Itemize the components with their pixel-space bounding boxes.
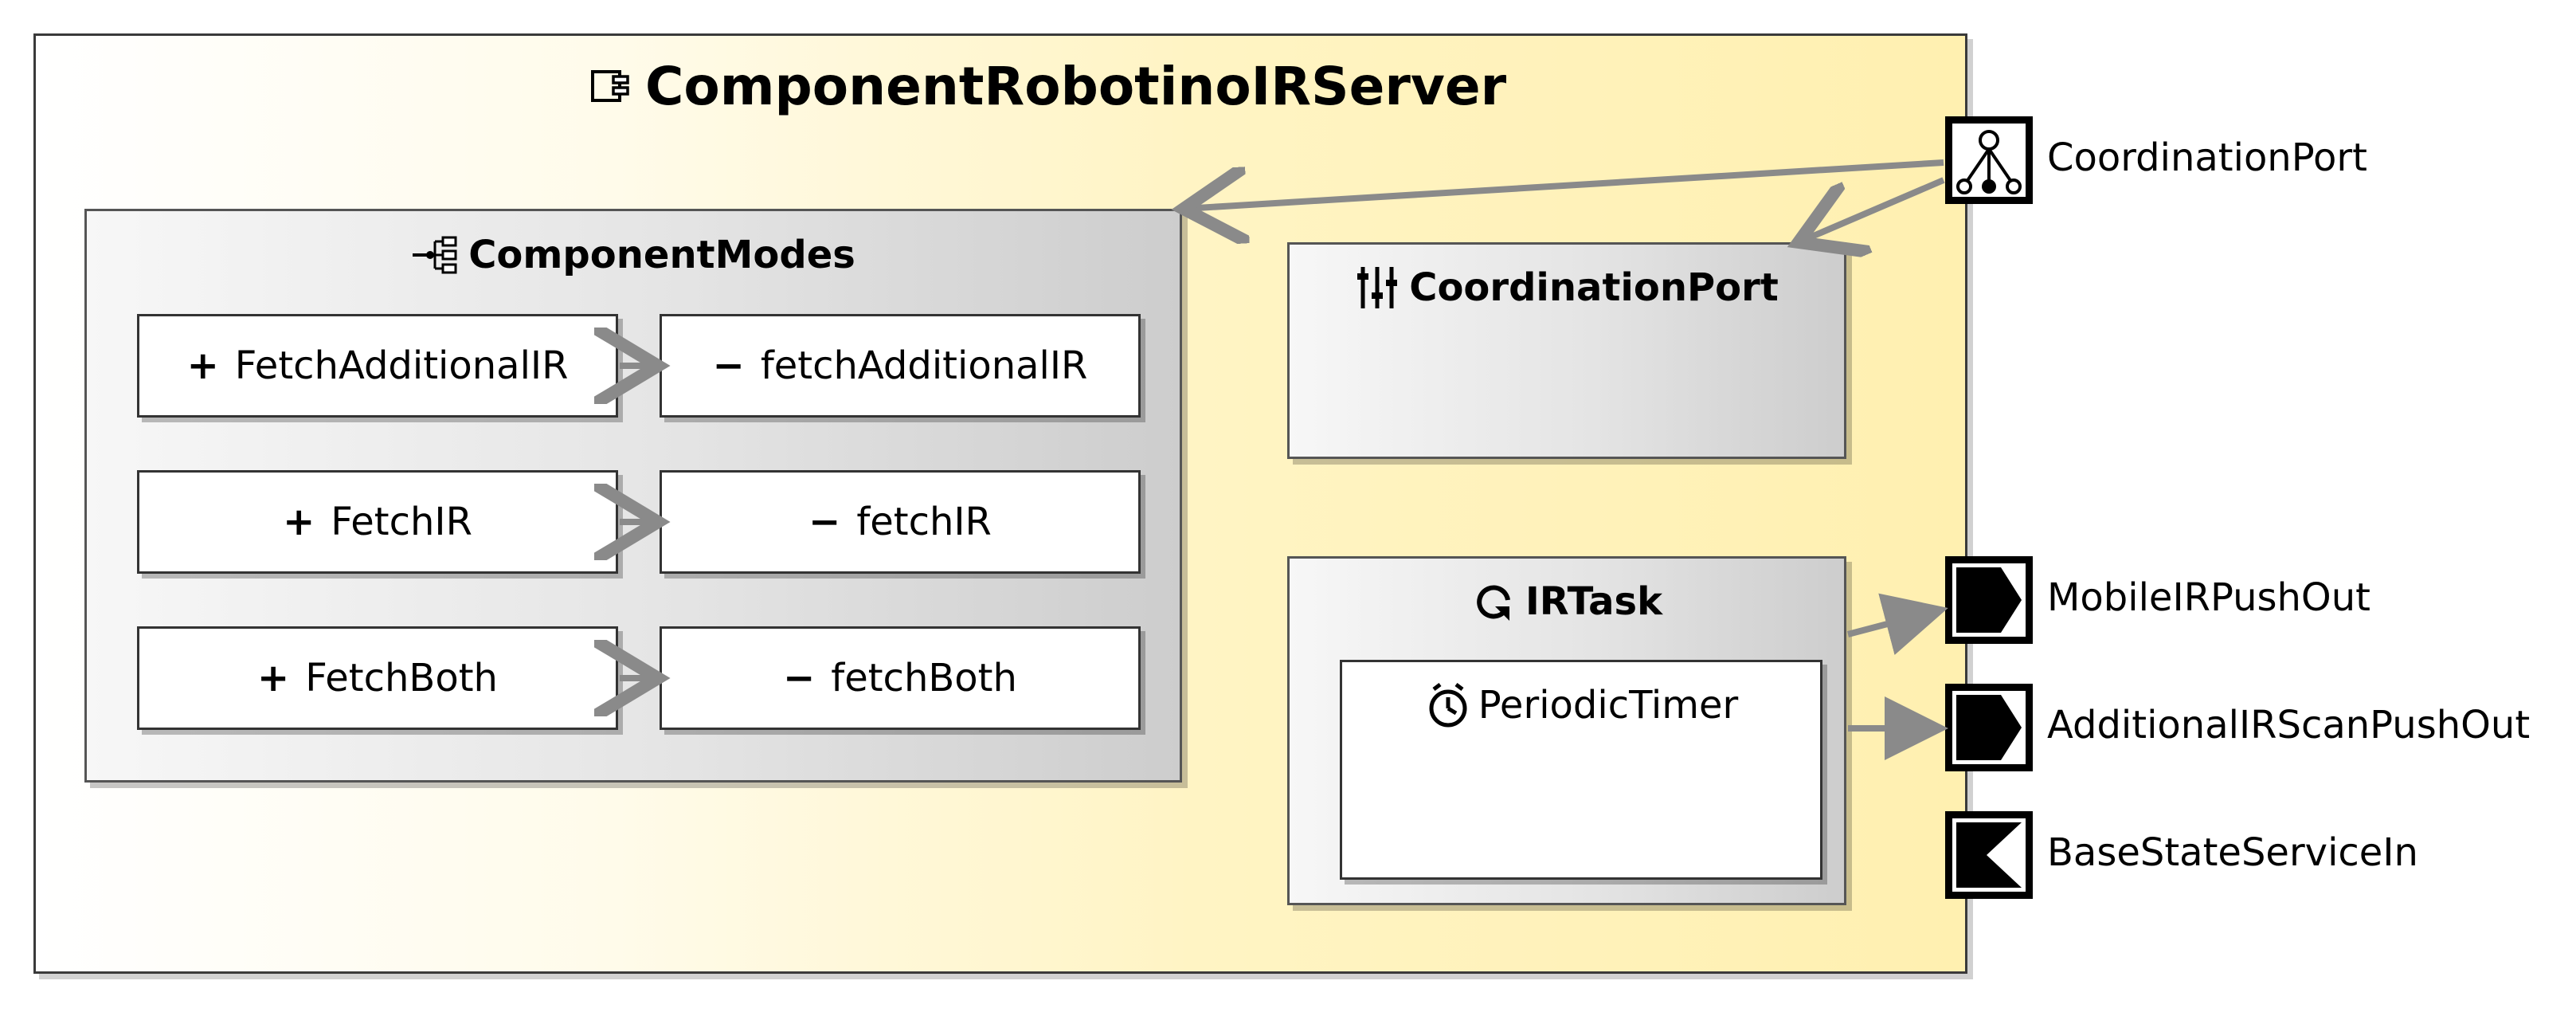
mode-public-fetch-both[interactable]: + FetchBoth [137, 626, 618, 730]
periodic-timer-header: PeriodicTimer [1340, 677, 1822, 733]
timer-icon [1424, 681, 1472, 729]
component-modes-title: ComponentModes [468, 233, 855, 277]
mode-label: fetchAdditionalIR [760, 343, 1088, 388]
coordination-port-title: CoordinationPort [1409, 265, 1779, 310]
connector-coordination-to-box [1799, 177, 1945, 242]
minus-icon: − [712, 343, 745, 388]
mode-label: FetchAdditionalIR [234, 343, 569, 388]
modes-tree-icon [411, 235, 460, 275]
coordination-port-label: CoordinationPort [2047, 135, 2367, 180]
additional-ir-scan-push-out-port-icon[interactable] [1945, 684, 2033, 771]
plus-icon: + [257, 656, 290, 700]
mode-label: FetchIR [331, 500, 472, 544]
mode-label: FetchBoth [305, 656, 498, 700]
mode-label: fetchIR [856, 500, 992, 544]
connector-coordination-to-modes [1184, 159, 1944, 209]
mobile-ir-push-out-port-icon[interactable] [1945, 556, 2033, 644]
additional-ir-scan-push-out-label: AdditionalIRScanPushOut [2047, 703, 2531, 747]
mode-private-fetch-both[interactable]: − fetchBoth [660, 626, 1141, 730]
periodic-timer-box[interactable] [1340, 660, 1822, 880]
ir-task-title: IRTask [1525, 579, 1663, 624]
base-state-service-in-port-icon[interactable] [1945, 811, 2033, 899]
coordination-port-box[interactable] [1287, 242, 1846, 459]
component-title: ComponentRobotinoIRServer [645, 55, 1507, 117]
mode-public-fetch-ir[interactable]: + FetchIR [137, 470, 618, 574]
mode-label: fetchBoth [831, 656, 1017, 700]
minus-icon: − [808, 500, 841, 544]
periodic-timer-label: PeriodicTimer [1478, 683, 1739, 728]
component-title-group: ComponentRobotinoIRServer [589, 54, 1506, 118]
component-icon [589, 64, 634, 108]
coordination-port-header: CoordinationPort [1287, 260, 1846, 316]
mode-private-fetch-ir[interactable]: − fetchIR [660, 470, 1141, 574]
mode-public-fetch-additional-ir[interactable]: + FetchAdditionalIR [137, 314, 618, 418]
plus-icon: + [186, 343, 219, 388]
connector-irtask-to-mobile-ir [1846, 593, 1948, 655]
plus-icon: + [283, 500, 315, 544]
ir-task-header: IRTask [1287, 574, 1846, 630]
mode-private-fetch-additional-ir[interactable]: − fetchAdditionalIR [660, 314, 1141, 418]
sliders-icon [1355, 264, 1400, 312]
coordination-port-icon[interactable] [1945, 116, 2033, 204]
minus-icon: − [783, 656, 816, 700]
task-loop-icon [1471, 579, 1516, 624]
component-modes-header: ComponentModes [84, 227, 1182, 283]
base-state-service-in-label: BaseStateServiceIn [2047, 830, 2418, 875]
mobile-ir-push-out-label: MobileIRPushOut [2047, 575, 2370, 620]
